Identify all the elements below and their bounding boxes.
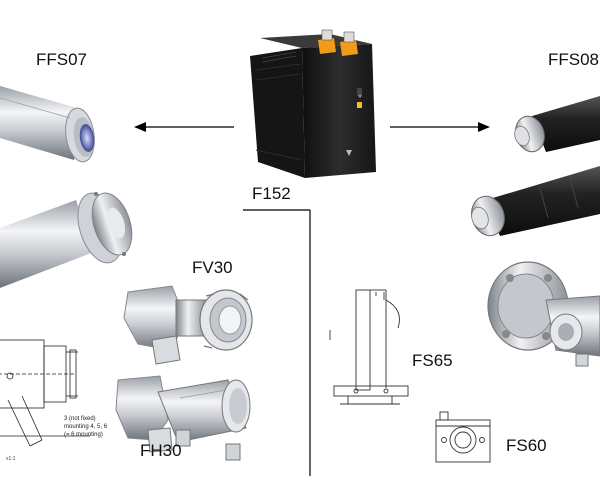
label-f152: F152 (252, 184, 291, 203)
flange-mount-image (487, 261, 600, 367)
label-fs65: FS65 (412, 351, 453, 370)
fh30-adapter-image (115, 375, 251, 461)
ffs07-sensor-image (0, 86, 95, 163)
label-fs60: FS60 (506, 436, 547, 455)
label-ffs08: FFS08 (548, 50, 600, 69)
ffs08-cable-lower-image (471, 166, 600, 237)
fs60-drawing (435, 411, 491, 463)
ffs07-flange-sensor-image (0, 192, 133, 288)
label-ffs07: FFS07 (36, 50, 88, 69)
f152-device-image (250, 29, 376, 178)
fv30-adapter-image (123, 285, 253, 365)
drawing-note-1: 3 (not fixed) (64, 416, 96, 422)
technical-drawing (0, 339, 90, 447)
ffs08-cable-upper-image (514, 96, 600, 153)
connector-line (243, 209, 311, 476)
fs65-drawing (329, 289, 409, 405)
arrow-to-ffs07 (134, 122, 234, 132)
drawing-note-corner: x1:1 (6, 456, 16, 462)
arrow-to-ffs08 (390, 122, 490, 132)
label-fv30: FV30 (192, 258, 233, 277)
drawing-note-2: mounting 4, 5, 6 (64, 424, 108, 430)
label-fh30: FH30 (140, 441, 182, 460)
drawing-note-3: (= 6 mounting) (64, 432, 103, 438)
